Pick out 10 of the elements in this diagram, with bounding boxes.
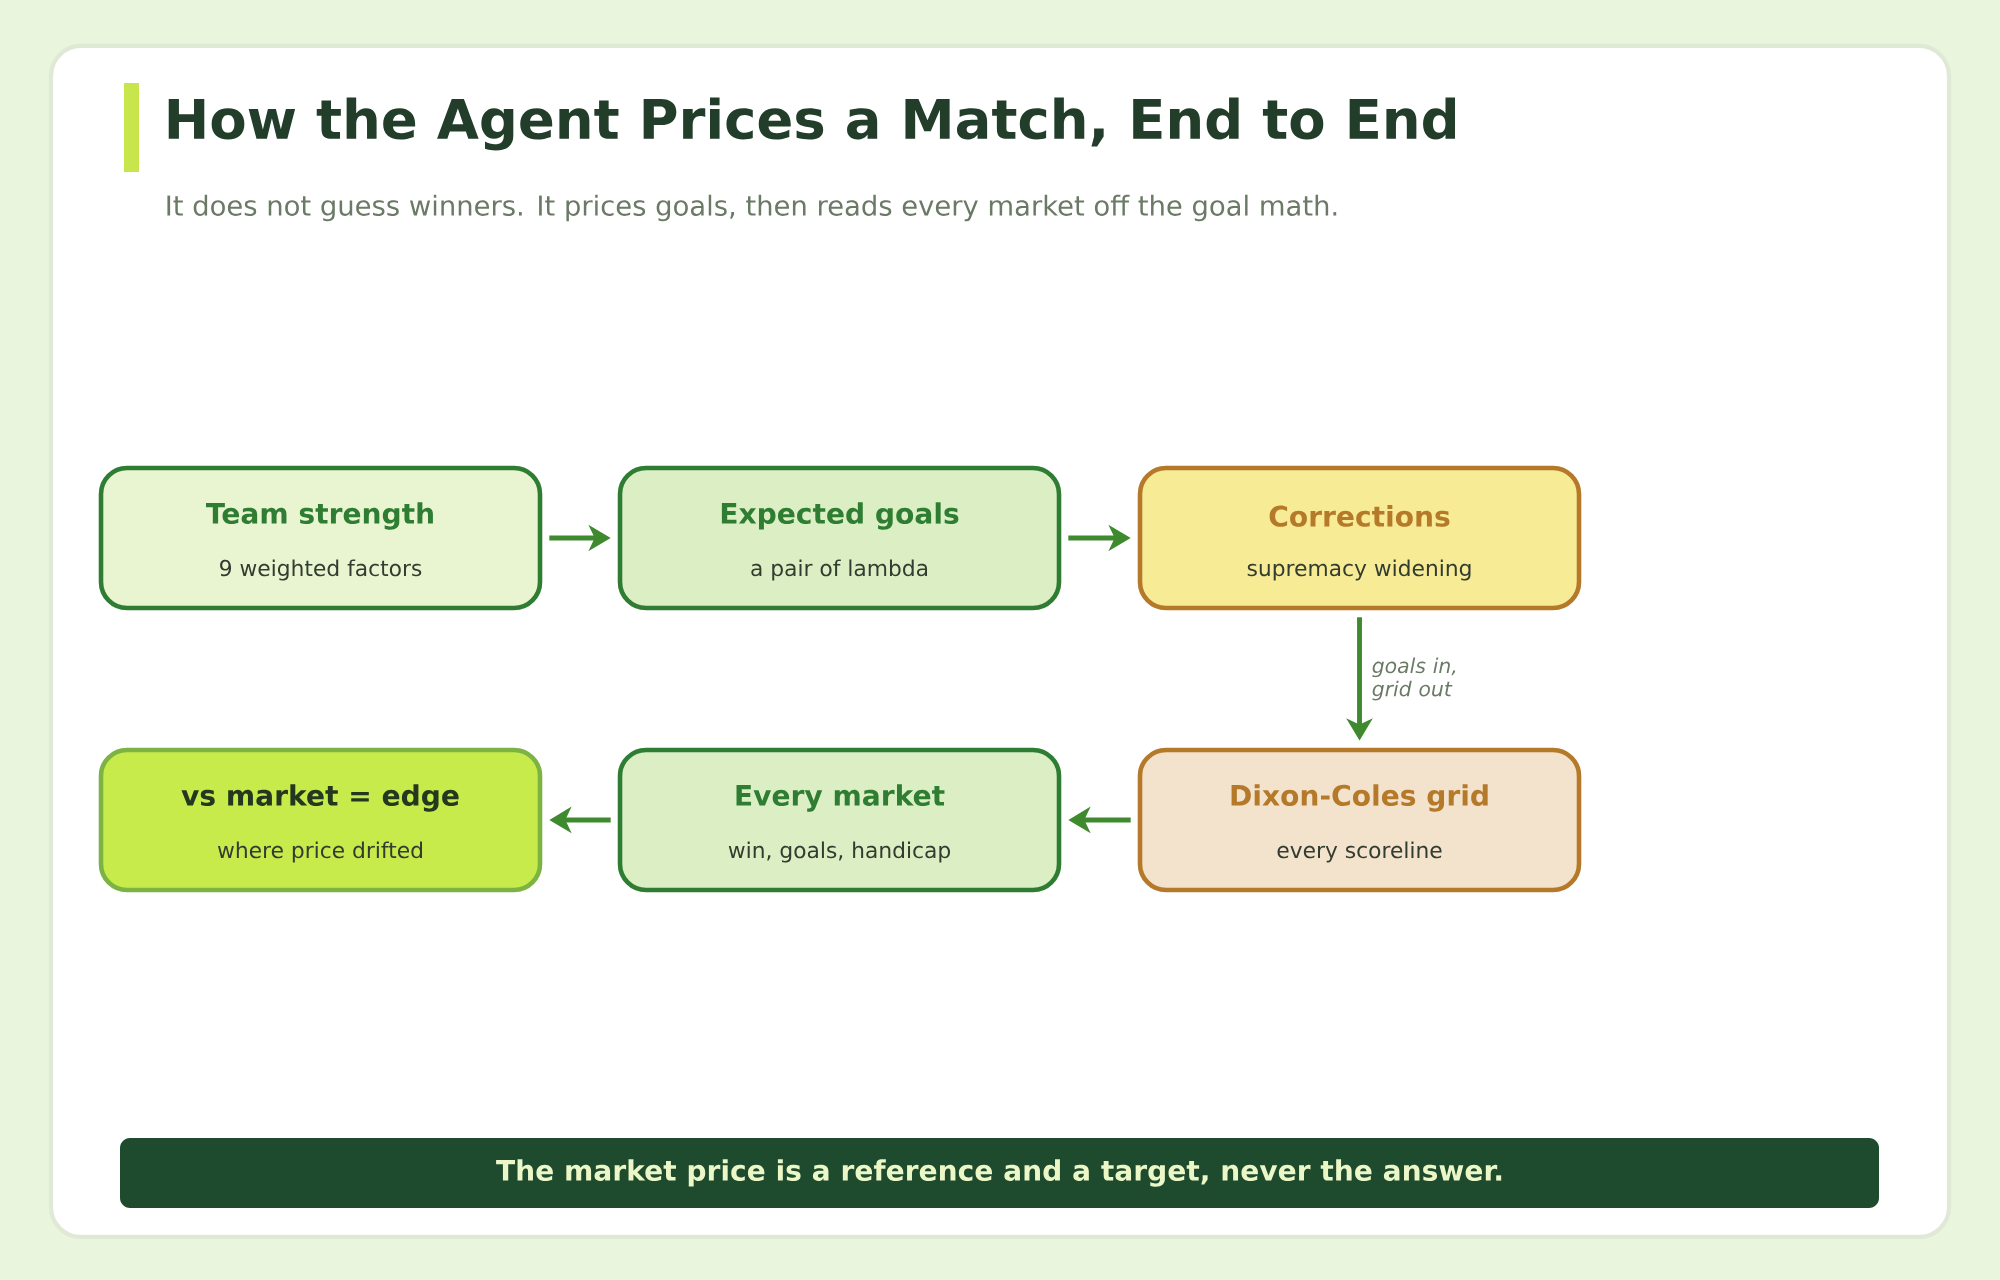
process-box: vs market = edge where price drifted [98, 747, 543, 893]
process-box: Dixon-Coles grid every scoreline [1137, 747, 1582, 893]
process-box: Expected goals a pair of lambda [617, 465, 1062, 611]
process-box: Team strength 9 weighted factors [98, 465, 543, 611]
title: How the Agent Prices a Match, End to End [168, 97, 1456, 151]
process-box: Every market win, goals, handicap [617, 747, 1062, 893]
banner: The market price is a reference and a target, never the answer. [120, 1138, 1879, 1208]
subtitle: It does not guess winners. It prices goals, then reads every market off the goal math. [167, 194, 1337, 222]
edge-label: goals in, grid out [1372, 657, 1456, 701]
process-box: Corrections supremacy widening [1137, 465, 1582, 611]
